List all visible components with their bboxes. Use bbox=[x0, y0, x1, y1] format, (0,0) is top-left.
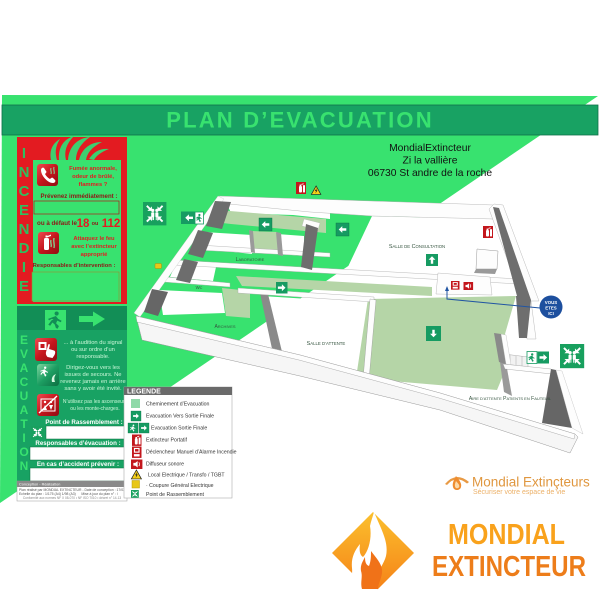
svg-text:Conformité aux normes NF X 08-: Conformité aux normes NF X 08-070 • NF I… bbox=[23, 496, 122, 500]
svg-text:MONDIAL: MONDIAL bbox=[448, 519, 565, 551]
svg-text:O: O bbox=[19, 445, 28, 459]
svg-text:... à l’audition du signal: ... à l’audition du signal bbox=[64, 340, 123, 346]
svg-text:· Coupure Général Electrique: · Coupure Général Electrique bbox=[146, 483, 214, 489]
svg-text:issues de secours. Ne: issues de secours. Ne bbox=[64, 372, 121, 378]
svg-text:Evacuation Sortie Finale: Evacuation Sortie Finale bbox=[151, 426, 207, 432]
svg-text:C: C bbox=[20, 375, 29, 389]
svg-text:I: I bbox=[22, 259, 26, 276]
svg-text:D: D bbox=[19, 240, 30, 257]
svg-text:U: U bbox=[20, 389, 29, 403]
svg-text:Diffuseur sonore: Diffuseur sonore bbox=[146, 462, 184, 468]
svg-text:Plan réalisé par MONDIAL EXTIN: Plan réalisé par MONDIAL EXTINCTEUR - Da… bbox=[19, 488, 134, 492]
svg-text:MondialExtincteur: MondialExtincteur bbox=[389, 143, 471, 154]
svg-text:E: E bbox=[20, 333, 28, 347]
svg-text:A: A bbox=[20, 403, 29, 417]
svg-text:Fumée anormale,: Fumée anormale, bbox=[69, 166, 117, 172]
svg-text:C: C bbox=[19, 183, 30, 200]
svg-text:ou à défaut le: ou à défaut le bbox=[37, 220, 77, 227]
svg-text:I: I bbox=[22, 431, 25, 445]
svg-text:ou les monte-charges.: ou les monte-charges. bbox=[70, 406, 119, 412]
svg-text:AIRE D’ATTENTE PATIENTS EN FAU: AIRE D’ATTENTE PATIENTS EN FAUTEUIL bbox=[469, 396, 552, 402]
svg-text:Responsables d’évacuation :: Responsables d’évacuation : bbox=[35, 440, 120, 447]
svg-text:Sécuriser votre espace de vie: Sécuriser votre espace de vie bbox=[473, 489, 565, 496]
svg-text:Cheminement d’Evacuation: Cheminement d’Evacuation bbox=[146, 402, 210, 408]
svg-text:PLAN D’EVACUATION: PLAN D’EVACUATION bbox=[166, 108, 434, 133]
svg-text:N’utilisez pas les ascenseurs: N’utilisez pas les ascenseurs bbox=[63, 399, 128, 405]
svg-text:ou: ou bbox=[92, 221, 99, 227]
svg-text:responsable.: responsable. bbox=[76, 354, 110, 360]
svg-text:Point de Rassemblement: Point de Rassemblement bbox=[146, 492, 205, 498]
svg-text:EXTINCTEUR: EXTINCTEUR bbox=[432, 551, 586, 583]
svg-text:18: 18 bbox=[77, 218, 90, 230]
svg-text:ICI: ICI bbox=[548, 311, 554, 316]
svg-text:odeur de brûlé,: odeur de brûlé, bbox=[72, 174, 114, 180]
svg-text:Dirigez-vous vers les: Dirigez-vous vers les bbox=[66, 365, 120, 371]
svg-text:Evacuation Vers Sortie Finale: Evacuation Vers Sortie Finale bbox=[146, 414, 214, 420]
svg-text:Prévenez immédiatement :: Prévenez immédiatement : bbox=[41, 193, 118, 200]
svg-text:Attaquez le feu: Attaquez le feu bbox=[73, 236, 115, 242]
svg-text:Déclencheur Manuel d’Alarme In: Déclencheur Manuel d’Alarme Incendie bbox=[146, 450, 237, 456]
svg-text:N: N bbox=[20, 459, 29, 473]
svg-text:Point de Rassemblement :: Point de Rassemblement : bbox=[45, 419, 122, 426]
svg-text:N: N bbox=[19, 221, 30, 238]
svg-text:VOUS: VOUS bbox=[545, 300, 558, 305]
svg-text:06730 St andre de la roche: 06730 St andre de la roche bbox=[368, 168, 492, 179]
svg-text:I: I bbox=[22, 145, 26, 162]
svg-text:T: T bbox=[20, 417, 28, 431]
svg-text:SALLE DE CONSULTATION: SALLE DE CONSULTATION bbox=[389, 244, 445, 250]
svg-text:E: E bbox=[19, 202, 29, 219]
svg-text:WC: WC bbox=[196, 285, 203, 290]
svg-text:A: A bbox=[20, 361, 29, 375]
svg-text:sans y avoir été invité.: sans y avoir été invité. bbox=[64, 386, 122, 392]
svg-text:avec l’extincteur: avec l’extincteur bbox=[71, 244, 117, 250]
svg-text:revenez jamais en arrière: revenez jamais en arrière bbox=[60, 379, 125, 385]
svg-text:ETES: ETES bbox=[545, 306, 557, 311]
svg-text:Responsables d’intervention :: Responsables d’intervention : bbox=[33, 263, 116, 269]
svg-text:ARCHIVES: ARCHIVES bbox=[214, 324, 235, 330]
svg-text:Local Electrique / Transfo / T: Local Electrique / Transfo / TGBT bbox=[148, 473, 225, 479]
svg-text:LABORATOIRE: LABORATOIRE bbox=[236, 257, 265, 263]
svg-text:112: 112 bbox=[102, 218, 121, 230]
svg-text:V: V bbox=[20, 347, 28, 361]
svg-text:N: N bbox=[19, 164, 30, 181]
svg-text:flammes ?: flammes ? bbox=[79, 182, 108, 188]
svg-text:SALLE D’ATTENTE: SALLE D’ATTENTE bbox=[307, 341, 346, 347]
svg-text:E: E bbox=[19, 278, 29, 295]
svg-text:Zi la vallière: Zi la vallière bbox=[403, 156, 458, 167]
svg-text:approprié: approprié bbox=[81, 252, 109, 258]
svg-text:LEGENDE: LEGENDE bbox=[127, 389, 161, 396]
svg-text:En cas d’accident prévenir :: En cas d’accident prévenir : bbox=[37, 461, 119, 468]
svg-text:Mondial Extinçteurs: Mondial Extinçteurs bbox=[472, 475, 590, 490]
svg-text:ou sur ordre d’un: ou sur ordre d’un bbox=[71, 347, 115, 353]
svg-text:Extincteur Portatif: Extincteur Portatif bbox=[146, 438, 187, 444]
svg-text:Conception - Réalisation: Conception - Réalisation bbox=[19, 483, 60, 487]
svg-text:Echelle du plan : 1/175 (A4) 1: Echelle du plan : 1/175 (A4) 1/98 (A3) M… bbox=[19, 492, 118, 496]
